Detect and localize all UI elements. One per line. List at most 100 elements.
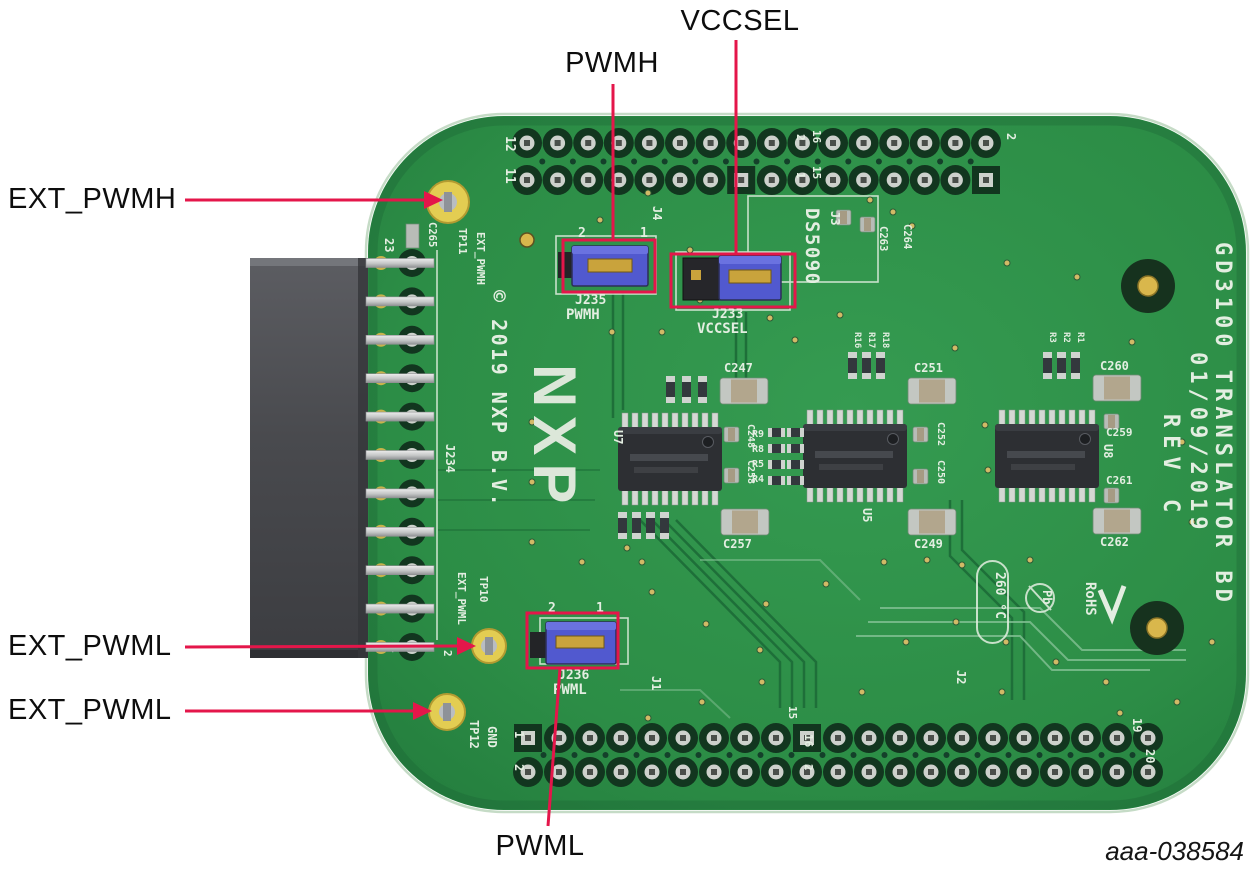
silk-c248: C248 [745,424,756,448]
pin-pad [730,757,760,787]
silkscreen-text: DS5090 J3 J4 C263 C264 C265 23 TP11 EXT_… [382,130,1235,771]
resistor-small [646,512,655,539]
capacitor-small [698,376,707,403]
capacitor-c264 [859,216,876,233]
silk-pin-23: 23 [382,238,396,252]
resistor-small [787,444,804,453]
pin-pad [1009,757,1039,787]
pin-pad [699,723,729,753]
callout-overlay [184,40,797,827]
pin-pad [695,165,726,195]
silk-c258: C258 [745,460,756,484]
callout-label-pwml: PWML [495,830,585,862]
capacitor-c260 [1092,374,1142,402]
pin-pad [1040,723,1070,753]
via-hole [698,698,706,706]
red-box-pwmh-jumper [561,238,657,294]
silk-j235-pin1: 1 [640,226,648,241]
silk-r8: R8 [752,444,764,455]
rohs-check-icon [1097,585,1127,625]
via-hole [908,222,916,230]
capacitor-small [682,376,691,403]
resistor-small [618,512,627,539]
silk-c250: C250 [935,460,946,484]
silkscreen-outlines [436,195,1055,665]
silk-u7: U7 [611,430,625,444]
callout-label-ext-pwml-top: EXT_PWML [8,630,172,662]
connector-pin [365,258,435,268]
via-hole [1026,556,1034,564]
silk-tp11: TP11 [456,228,469,255]
silk-pin-2-topright: 2 [1004,133,1018,140]
silk-pin-12: 12 [502,136,517,152]
silk-r9: R9 [752,429,764,440]
pin-pad [699,757,729,787]
silk-pin-1-bot: 1 [512,731,526,738]
silk-pin-1-top: 1 [794,172,807,179]
pin-pad [544,757,574,787]
pin-pad [947,757,977,787]
board-edge-dark [368,116,1246,810]
jumper-j233-vccsel [682,255,782,301]
via-hole [822,580,830,588]
via-hole [1178,438,1186,446]
pin-pad [909,165,940,195]
silk-temp-rating: 260 °C [992,572,1007,619]
pin-pad [727,166,756,194]
silk-j233-label: VCCSEL [697,321,748,337]
resistor-r3 [1043,352,1052,379]
pin-pad [1071,723,1101,753]
via-hole [866,196,874,204]
pin-pad [1133,757,1163,787]
red-line-pwml [546,667,562,827]
testpoint-tp10 [471,628,507,664]
pin-pad [1009,723,1039,753]
via-hole [756,646,764,654]
jumper-j236-pwml [530,621,617,665]
resistor-small [660,512,669,539]
via-hole [858,688,866,696]
pin-pad [823,757,853,787]
callout-label-vccsel: VCCSEL [680,5,800,37]
capacitor-c262 [1092,507,1142,535]
pin-pad [606,723,636,753]
pin-pad [885,723,915,753]
resistor-r2 [1057,352,1066,379]
pin-pad [854,757,884,787]
via-hole [836,311,844,319]
capacitor-c257 [720,508,770,536]
via-hole [702,620,710,628]
pin-pad [978,757,1008,787]
pin-pad [879,128,910,158]
silk-j236-label: PWML [553,682,587,698]
pin-pad [514,724,542,752]
pin-pad [940,165,971,195]
via-hole [984,466,992,474]
silk-j235-label: PWMH [566,307,600,323]
ribbon-connector-body [250,258,368,658]
silk-c260: C260 [1100,359,1129,373]
testpoint-tp12 [428,693,466,731]
via-hole [923,556,931,564]
silk-c259: C259 [1106,426,1133,439]
pin-pad [637,757,667,787]
via-hole [1073,273,1081,281]
silk-tp12-net: GND [485,726,499,748]
pin-pad [603,128,634,158]
via-hole [952,618,960,626]
pin-pad [818,128,848,158]
pin-pad [848,128,879,158]
resistor-small [787,460,804,469]
resistor-r5 [768,460,785,469]
via-hole [1173,698,1181,706]
top-pin-header [512,128,1001,195]
pin-pad [513,757,543,787]
resistor-r16 [848,352,857,379]
capacitor-c252 [912,426,929,443]
callout-label-ext-pwml-bottom: EXT_PWML [8,694,172,726]
pin-pad [512,165,542,195]
capacitor-c248 [723,426,740,443]
silk-tp12: TP12 [467,720,481,749]
pin-pad [665,128,695,158]
